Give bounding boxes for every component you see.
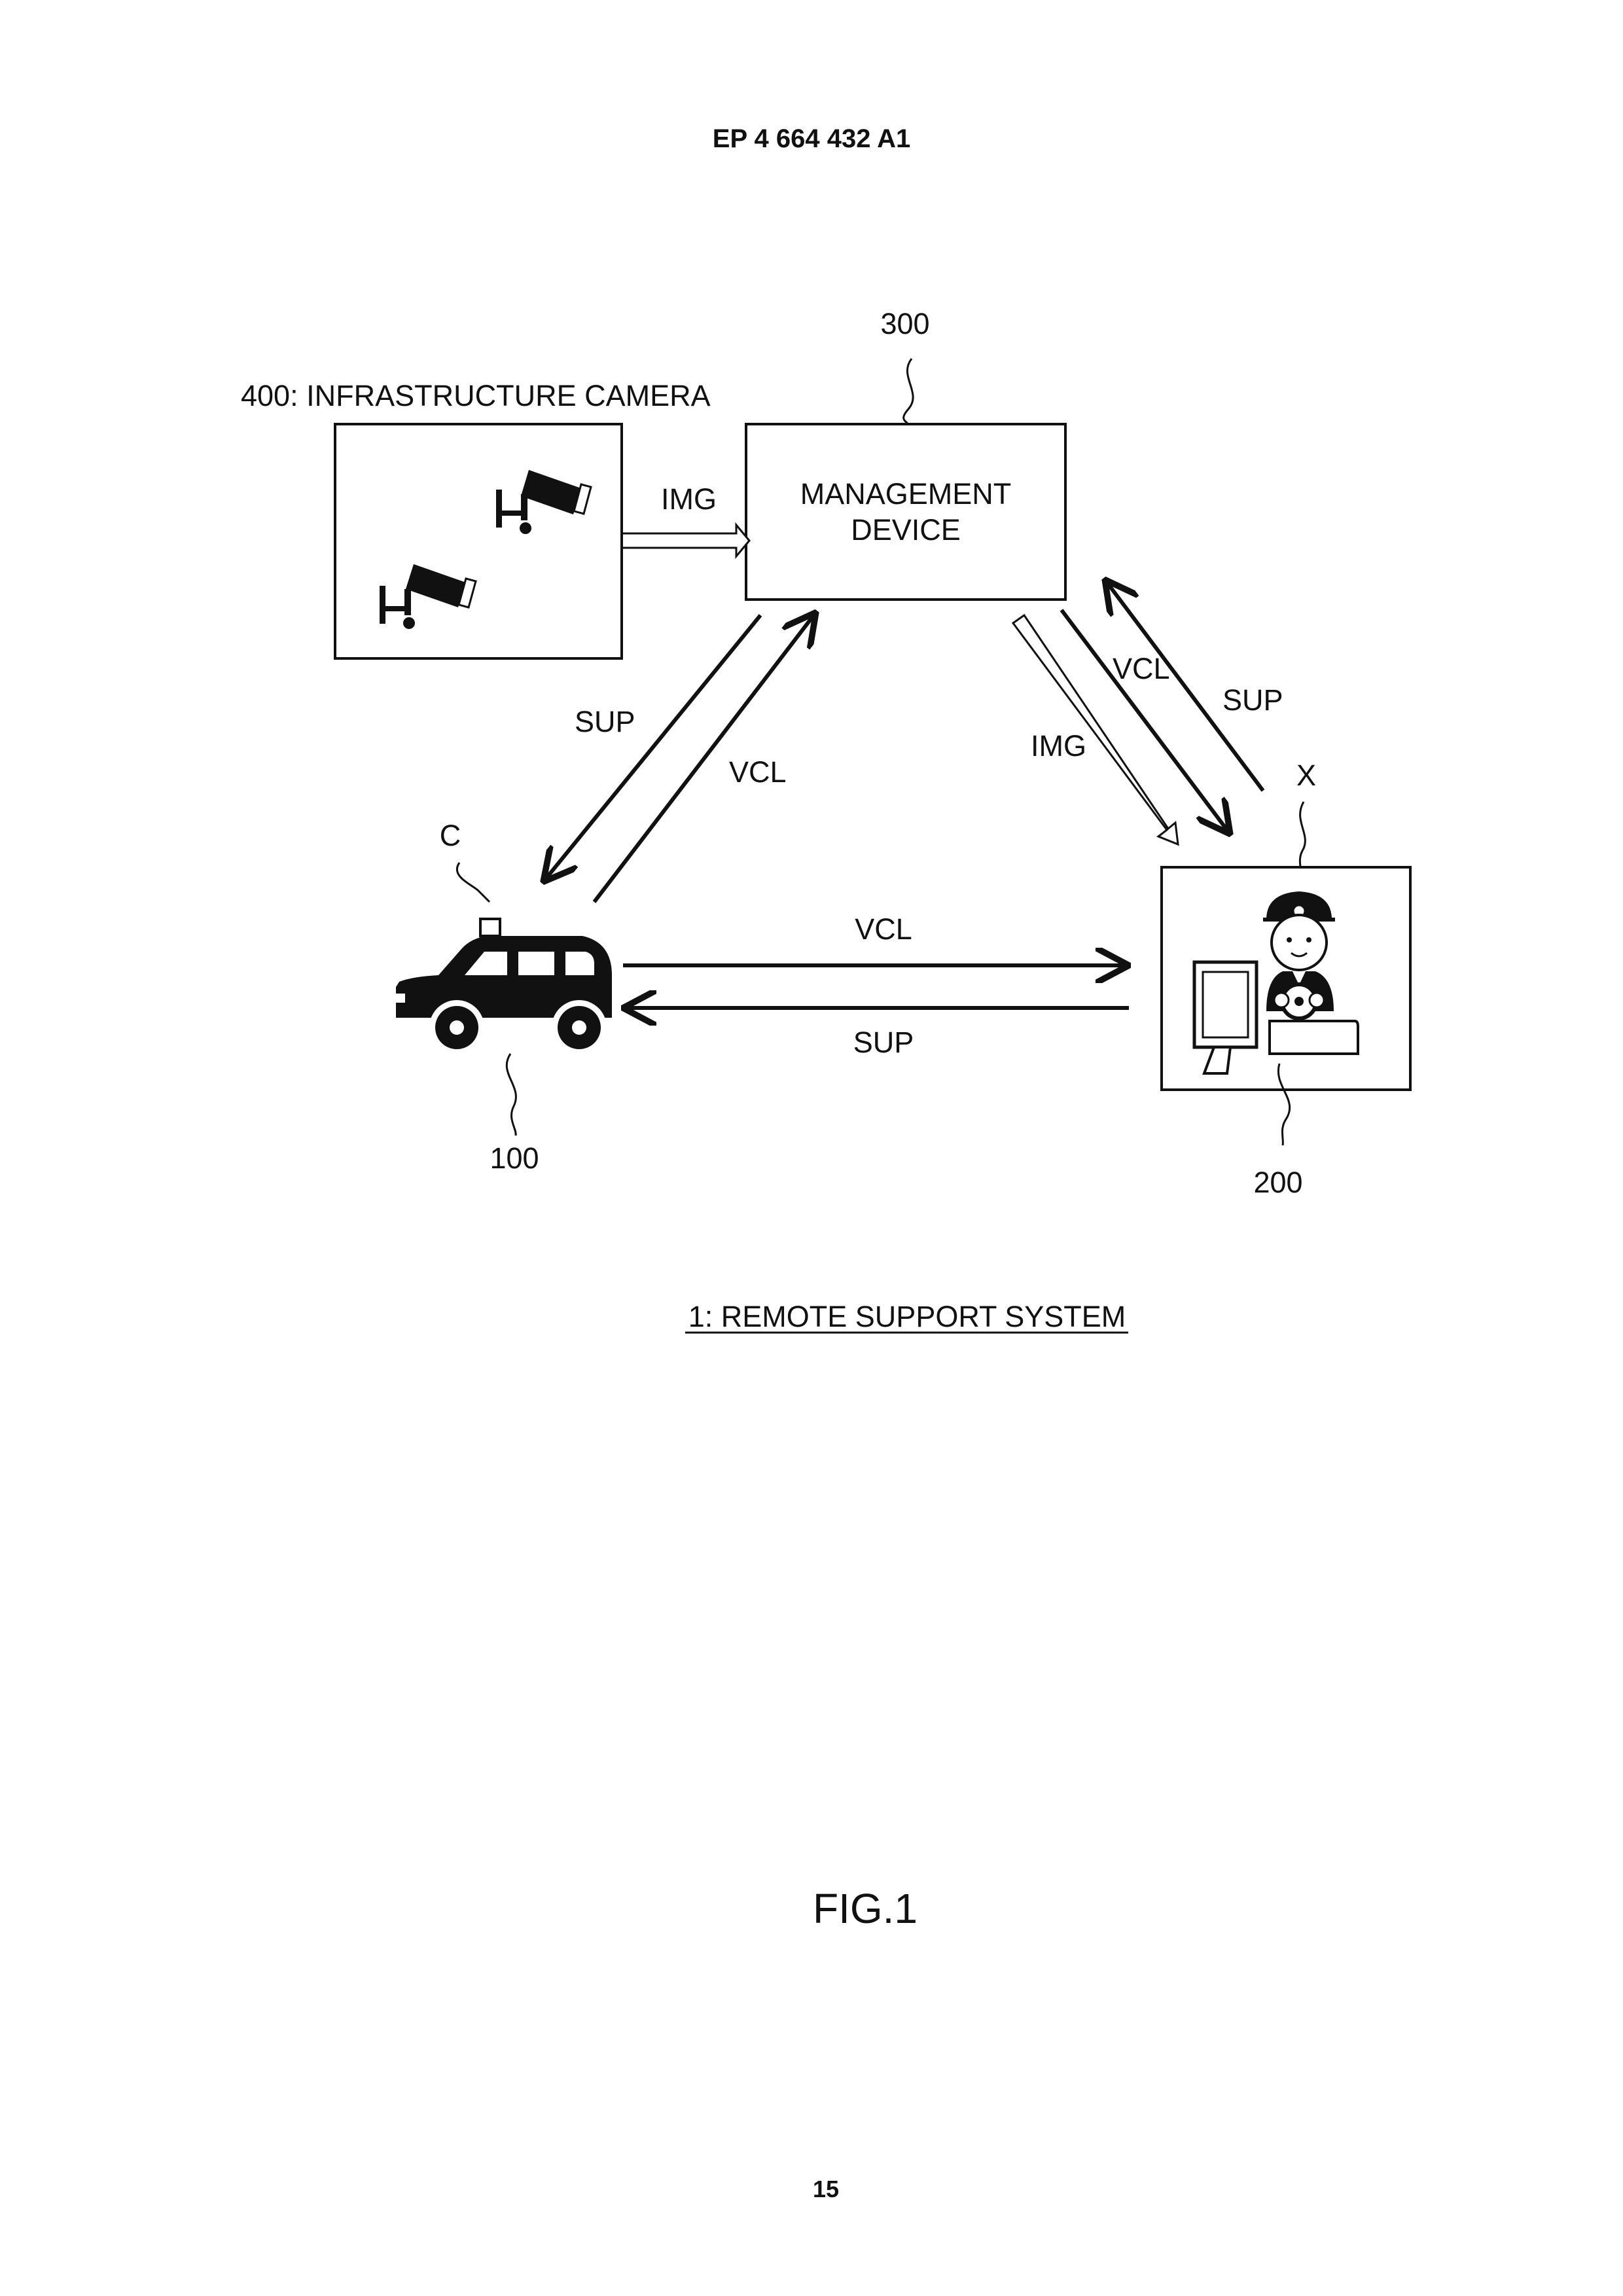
infrastructure-camera-box xyxy=(335,424,622,658)
img-label-camera: IMG xyxy=(661,482,717,516)
system-caption: 1: REMOTE SUPPORT SYSTEM xyxy=(688,1300,1126,1333)
sup-arrow-management-to-vehicle xyxy=(544,615,760,880)
management-device-box xyxy=(746,424,1065,600)
document-number: EP 4 664 432 A1 xyxy=(713,124,910,153)
img-arrow-camera-to-management xyxy=(623,525,749,556)
management-device-label: DEVICE xyxy=(851,513,961,547)
vcl-label-left: VCL xyxy=(729,755,787,789)
operator-marker-leader xyxy=(1300,802,1305,877)
img-label-right: IMG xyxy=(1031,729,1086,762)
camera-label: 400: INFRASTRUCTURE CAMERA xyxy=(241,379,711,412)
management-leader-line xyxy=(904,359,913,424)
vcl-label-bottom: VCL xyxy=(855,912,912,946)
vehicle-icon xyxy=(396,919,612,1055)
sup-label-right: SUP xyxy=(1222,683,1283,717)
vehicle-reference-number: 100 xyxy=(490,1141,539,1175)
operator-reference-number: 200 xyxy=(1253,1166,1302,1199)
vehicle-marker-leader xyxy=(457,863,490,902)
camera-icon xyxy=(380,564,476,629)
figure-label: FIG.1 xyxy=(813,1885,918,1932)
page-number: 15 xyxy=(813,2176,839,2202)
management-device-label: MANAGEMENT xyxy=(800,477,1012,511)
sup-label-bottom: SUP xyxy=(853,1026,914,1059)
camera-icon xyxy=(496,470,591,534)
sup-label-left: SUP xyxy=(575,705,635,738)
vehicle-marker-label: C xyxy=(440,819,461,852)
operator-marker-label: X xyxy=(1296,759,1316,792)
vehicle-leader-line xyxy=(507,1054,516,1136)
management-reference-number: 300 xyxy=(880,307,929,340)
